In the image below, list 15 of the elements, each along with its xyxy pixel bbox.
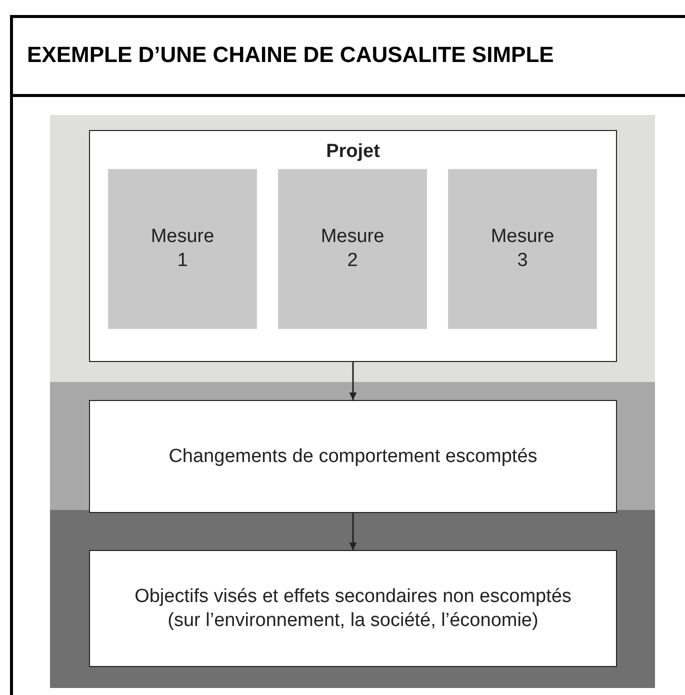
process-box — [89, 130, 617, 362]
sub-box — [448, 169, 597, 329]
box-text: Mesure 3 — [490, 225, 556, 273]
box-text: Mesure 2 — [320, 225, 386, 273]
process-box — [89, 550, 617, 667]
diagram-title: EXEMPLE D’UNE CHAINE DE CAUSALITE SIMPLE — [27, 42, 555, 68]
sub-box — [278, 169, 427, 329]
sub-box — [108, 169, 257, 329]
box-heading: Projet — [326, 141, 380, 164]
arrow — [349, 362, 357, 400]
box-text: Objectifs visés et effets secondaires non escomptés (sur l’environnement, la société, l’économie) — [134, 584, 572, 632]
arrow — [349, 513, 357, 550]
process-box — [89, 400, 617, 513]
box-text: Changements de comportement escomptés — [168, 444, 538, 468]
box-text: Mesure 1 — [150, 225, 216, 273]
